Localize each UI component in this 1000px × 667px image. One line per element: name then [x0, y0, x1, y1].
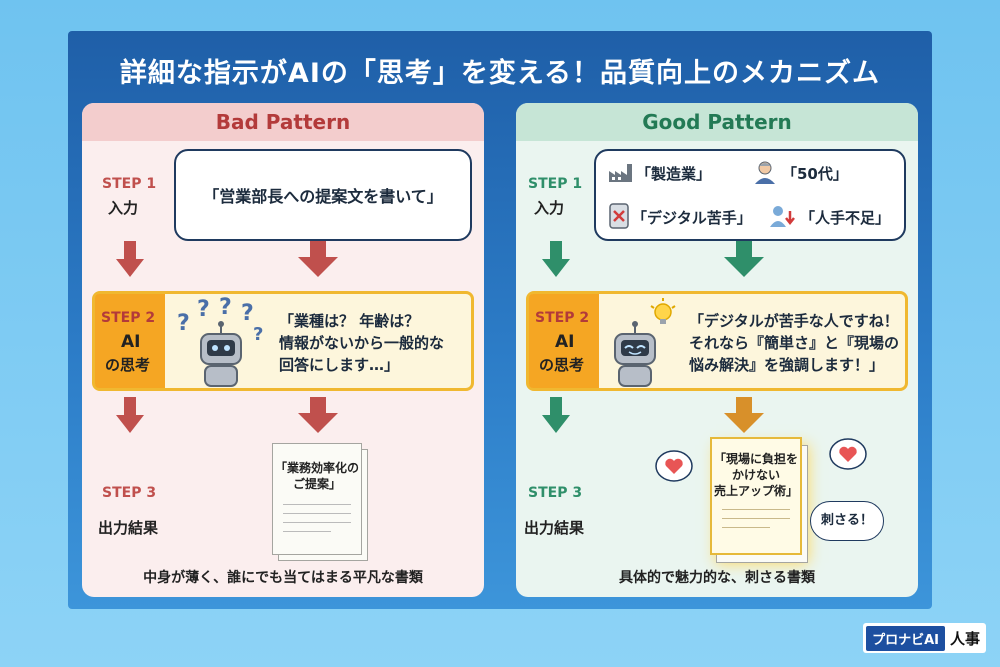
crossed-phone-icon	[609, 203, 629, 229]
bad-step2-label-ai: AI	[121, 332, 141, 352]
svg-text:?: ?	[177, 311, 190, 336]
heart-bubble-icon	[655, 450, 693, 482]
bad-step2-label-think: の思考	[105, 356, 151, 374]
good-think-line1: 「デジタルが苦手な人ですね！	[689, 312, 899, 330]
heart-bubble-icon	[829, 438, 867, 470]
down-arrow-icon	[542, 397, 570, 433]
down-arrow-icon	[298, 241, 338, 277]
svg-text:?: ?	[253, 324, 263, 345]
down-arrow-icon	[542, 241, 570, 277]
good-caption: 具体的で魅力的な、刺さる書類	[619, 570, 815, 586]
factory-icon	[609, 164, 632, 182]
good-step3-label: 出力結果	[524, 519, 585, 537]
brand-tag: プロナビAI	[866, 625, 945, 651]
good-input-bubble: 「製造業」 「50代」 「デジタル苦手」 「人手不足」	[594, 149, 906, 241]
brand-text: 人事	[949, 629, 980, 648]
bad-think-line1: 「業種は？ 年齢は？	[279, 312, 420, 330]
good-step1-label: 入力	[534, 199, 565, 217]
down-arrow-icon	[724, 241, 764, 277]
confused-robot-icon: ? ? ? ? ?	[177, 296, 263, 387]
bad-thinking-box: STEP 2 AI の思考 ? ? ? ? ? 「業種は？ 年齢は？ 情報がない…	[92, 291, 474, 391]
svg-text:?: ?	[241, 301, 254, 326]
good-pattern-header: Good Pattern	[516, 103, 918, 141]
svg-text:?: ?	[197, 297, 210, 322]
good-pattern-panel: Good Pattern STEP 1 入力 「製造業」 「50代」	[516, 103, 918, 597]
older-person-icon	[755, 161, 775, 184]
bad-input-text: 「営業部長への提案文を書いて」	[203, 187, 443, 206]
good-doc-line2: かけない	[731, 468, 780, 482]
staff-shortage-icon	[770, 206, 795, 227]
bad-output-document: 「業務効率化の ご提案」	[272, 443, 362, 555]
brand-logo: プロナビAI 人事	[863, 623, 986, 653]
good-thinking-box: STEP 2 AI の思考 「デジタルが苦手な人ですね！ それなら『	[526, 291, 908, 391]
sasaru-bubble: 刺さる！	[810, 501, 884, 541]
bad-step3-label: 出力結果	[98, 519, 159, 537]
bad-think-line2: 情報がないから一般的な	[279, 334, 445, 352]
good-step2-label-ai: AI	[555, 332, 575, 352]
good-step1-tag: STEP 1	[528, 176, 583, 192]
bad-doc-line2: ご提案」	[292, 477, 341, 491]
bad-step1-label: 入力	[108, 199, 139, 217]
svg-text:?: ?	[219, 296, 232, 320]
good-doc-line3: 売上アップ術」	[713, 484, 798, 498]
bad-step1-tag: STEP 1	[102, 176, 157, 192]
infographic-board: 詳細な指示がAIの「思考」を変える！品質向上のメカニズム Bad Pattern…	[68, 31, 932, 609]
good-think-line3: 悩み解決』を強調します！」	[689, 356, 885, 374]
good-doc-line1: 「現場に負担を	[713, 452, 798, 466]
good-step3-tag: STEP 3	[528, 485, 583, 501]
keyword-digital: 「デジタル苦手」	[632, 209, 752, 227]
bad-doc-line1: 「業務効率化の	[274, 461, 359, 475]
keyword-manufacturing: 「製造業」	[636, 165, 712, 183]
keyword-age: 「50代」	[782, 165, 848, 183]
page-title: 詳細な指示がAIの「思考」を変える！品質向上のメカニズム	[119, 58, 881, 89]
bad-step3-tag: STEP 3	[102, 485, 157, 501]
good-step2-label-think: の思考	[539, 356, 585, 374]
bad-caption: 中身が薄く、誰にでも当てはまる平凡な書類	[143, 570, 423, 586]
keyword-shortage: 「人手不足」	[800, 209, 891, 227]
bad-pattern-header: Bad Pattern	[82, 103, 484, 141]
good-step2-tag: STEP 2	[535, 310, 590, 326]
bad-pattern-panel: Bad Pattern STEP 1 入力 「営業部長への提案文を書いて」 ST…	[82, 103, 484, 597]
down-arrow-icon	[298, 397, 338, 433]
bad-think-line3: 回答にします…」	[279, 356, 400, 374]
good-output-document: 「現場に負担を かけない 売上アップ術」	[710, 437, 802, 555]
bad-step2-tag: STEP 2	[101, 310, 156, 326]
happy-robot-icon	[614, 298, 676, 387]
down-arrow-icon	[116, 397, 144, 433]
bad-input-bubble: 「営業部長への提案文を書いて」	[174, 149, 472, 241]
down-arrow-icon	[724, 397, 764, 433]
down-arrow-icon	[116, 241, 144, 277]
good-think-line2: それなら『簡単さ』と『現場の	[689, 334, 900, 352]
